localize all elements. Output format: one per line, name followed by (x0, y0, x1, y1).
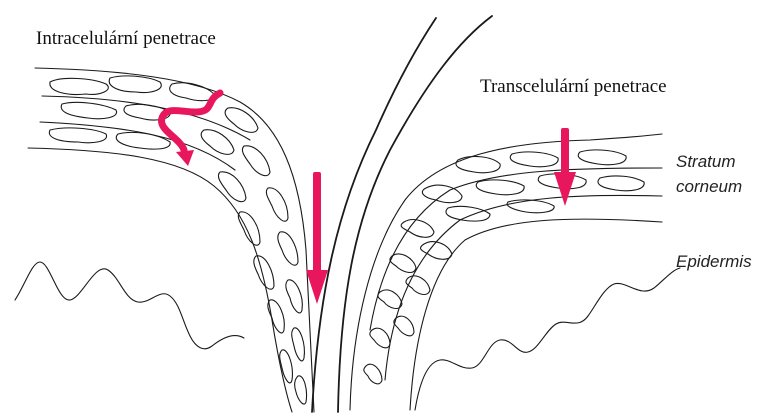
transcellular-penetration-label: Transcelulární penetrace (480, 76, 667, 98)
intracellular-penetration-label: Intracelulární penetrace (36, 28, 216, 50)
follicular-straight-arrow (306, 172, 328, 304)
transcellular-straight-arrow (554, 128, 576, 206)
right-stratum-corneum (350, 134, 662, 410)
hair-shaft (312, 16, 492, 412)
stratum-corneum-label-line1: Stratum (676, 152, 736, 172)
stratum-corneum-label-line2: corneum (676, 177, 742, 197)
right-cells (364, 150, 644, 384)
epidermis-label: Epidermis (676, 252, 752, 272)
left-stratum-corneum (28, 68, 314, 412)
